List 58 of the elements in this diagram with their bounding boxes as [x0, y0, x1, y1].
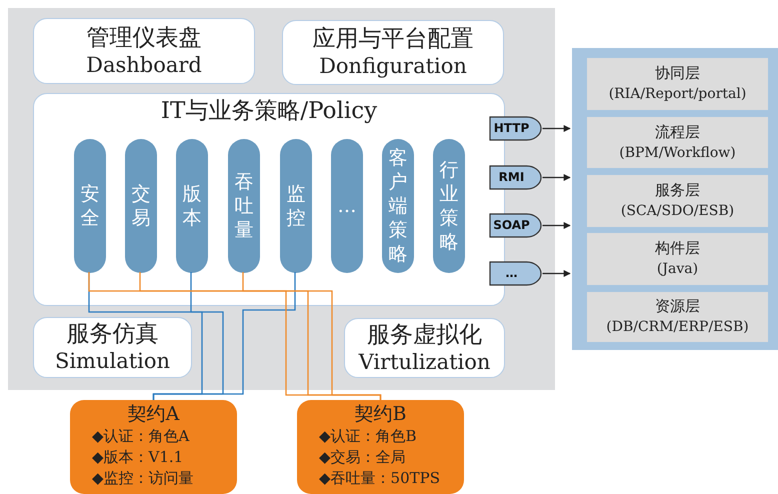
layer-box: [587, 292, 768, 342]
module-box: [282, 20, 504, 85]
module-subtitle: Simulation: [54, 348, 172, 374]
arrow: [542, 125, 571, 132]
contract-title: 契约A: [126, 402, 180, 426]
panel-title: IT与业务策略/Policy: [160, 97, 378, 126]
layer-title: 资源层: [654, 296, 701, 317]
layer-box: [587, 175, 768, 227]
protocol-tag: SOAP: [489, 213, 542, 238]
module-box: [344, 318, 505, 378]
module-title: 应用与平台配置: [312, 26, 474, 53]
arrow: [542, 270, 571, 277]
policy-pill: 版本: [176, 139, 208, 273]
protocol-tag: …: [489, 261, 542, 286]
protocol-tag: RMI: [489, 165, 542, 190]
policy-pill: 客户端策略: [382, 139, 414, 273]
policy-pill: 吞吐量: [228, 139, 260, 273]
contract-item: ◆版本：V1.1: [92, 447, 184, 468]
layer-stack-background: [572, 48, 778, 350]
contract-box: [297, 400, 464, 494]
contract-item: ◆认证：角色B: [319, 426, 418, 447]
contract-item: ◆交易：全局: [319, 447, 407, 468]
arrow: [542, 222, 571, 229]
panel-background: [8, 8, 555, 390]
policy-pill: 监控: [280, 139, 312, 273]
layer-subtitle: (SCA/SDO/ESB): [620, 202, 736, 221]
module-title: 服务虚拟化: [366, 322, 483, 348]
policy-pill: 安全: [74, 139, 106, 273]
layer-subtitle: (RIA/Report/portal): [608, 85, 748, 104]
protocol-tag: HTTP: [489, 116, 542, 141]
contract-item: ◆认证：角色A: [92, 426, 190, 447]
layer-subtitle: (BPM/Workflow): [618, 144, 737, 162]
layer-box: [587, 233, 768, 285]
contract-title: 契约B: [354, 402, 408, 426]
contract-item: ◆吞吐量：50TPS: [319, 468, 441, 489]
layer-title: 协同层: [654, 63, 701, 84]
arrow: [542, 174, 571, 181]
connector-line: [152, 272, 296, 400]
layer-title: 服务层: [654, 180, 701, 201]
module-box: [33, 317, 192, 378]
layer-box: [587, 58, 768, 110]
layer-subtitle: (DB/CRM/ERP/ESB): [605, 318, 750, 337]
connector-line: [242, 272, 382, 400]
module-title: 管理仪表盘: [86, 24, 202, 52]
module-subtitle: Virtulization: [357, 348, 492, 374]
layer-box: [587, 117, 768, 168]
module-subtitle: Donfiguration: [318, 53, 468, 79]
module-box: [33, 18, 255, 84]
policy-pill: …: [331, 139, 363, 273]
module-subtitle: Dashboard: [85, 52, 203, 78]
policy-pill: 行业策略: [433, 139, 465, 273]
layer-title: 流程层: [654, 122, 701, 142]
contract-item: ◆监控：访问量: [92, 468, 195, 489]
layer-title: 构件层: [654, 238, 701, 259]
module-title: 服务仿真: [66, 321, 160, 348]
policy-pill: 交易: [125, 139, 157, 273]
contract-box: [70, 400, 237, 494]
layer-subtitle: (Java): [656, 260, 700, 279]
